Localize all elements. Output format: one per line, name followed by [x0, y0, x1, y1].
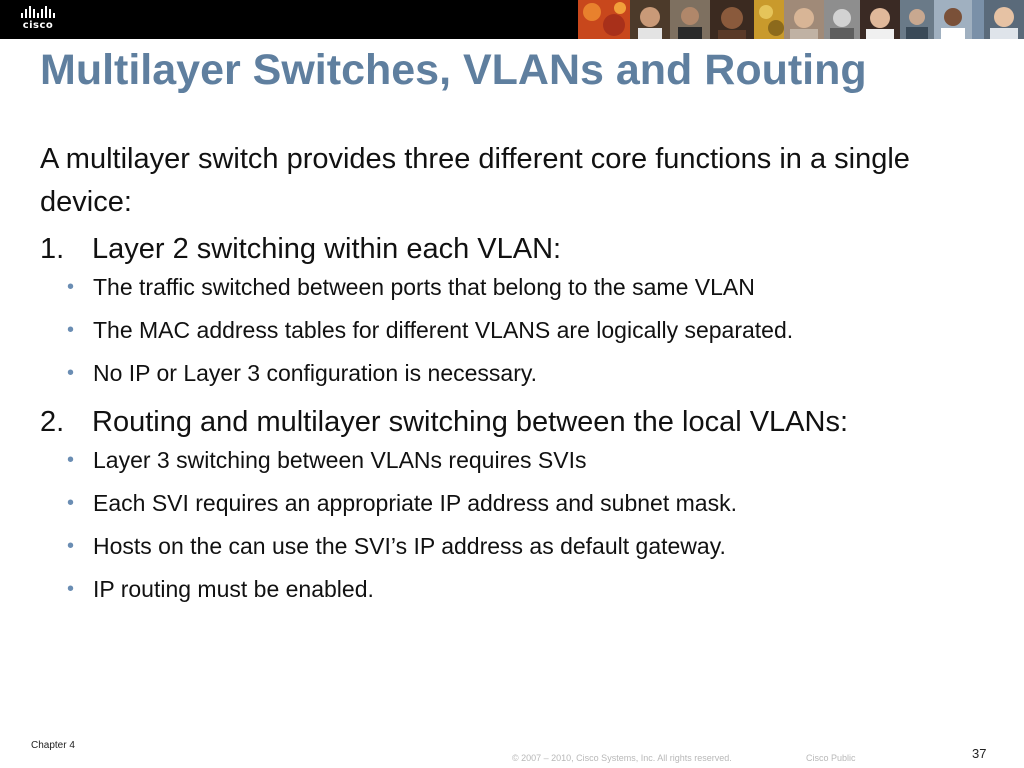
page-number: 37 [972, 746, 987, 761]
bullet-item: • IP routing must be enabled. [40, 576, 980, 603]
cisco-bars-icon [21, 6, 55, 18]
bullet-text: Layer 3 switching between VLANs requires… [93, 447, 587, 473]
item-heading: Routing and multilayer switching between… [92, 406, 849, 438]
bullet-dot-icon: • [67, 362, 75, 384]
bullet-dot-icon: • [67, 276, 75, 298]
bullet-dot-icon: • [67, 492, 75, 514]
bullet-text: Hosts on the can use the SVI’s IP addres… [93, 533, 726, 559]
cisco-logo: cisco [14, 6, 60, 34]
classification-label: Cisco Public [806, 753, 856, 763]
numbered-item-2: 2. Routing and multilayer switching betw… [40, 403, 912, 441]
bullet-item: • The MAC address tables for different V… [40, 317, 980, 344]
intro-text: A multilayer switch provides three diffe… [40, 143, 910, 218]
slide-body: A multilayer switch provides three diffe… [40, 138, 980, 619]
copyright-notice: © 2007 – 2010, Cisco Systems, Inc. All r… [512, 753, 732, 763]
bullet-list-1: • The traffic switched between ports tha… [40, 274, 980, 387]
bullet-text: No IP or Layer 3 configuration is necess… [93, 360, 538, 386]
bullet-dot-icon: • [67, 449, 75, 471]
bullet-item: • Hosts on the can use the SVI’s IP addr… [40, 533, 980, 560]
person-photo [972, 0, 984, 39]
slide-title: Multilayer Switches, VLANs and Routing [40, 46, 867, 94]
item-number: 1. [40, 233, 65, 265]
cisco-wordmark: cisco [22, 20, 54, 31]
item-number: 2. [40, 406, 65, 438]
bullet-text: The MAC address tables for different VLA… [93, 317, 794, 343]
bullet-item: • No IP or Layer 3 configuration is nece… [40, 360, 980, 387]
photo-strip [578, 0, 1024, 39]
bullet-item: • The traffic switched between ports tha… [40, 274, 980, 301]
numbered-item-1: 1. Layer 2 switching within each VLAN: [40, 230, 912, 268]
chapter-label: Chapter 4 [31, 740, 75, 751]
header-bar: cisco [0, 0, 1024, 39]
item-heading: Layer 2 switching within each VLAN: [92, 233, 562, 265]
bullet-text: IP routing must be enabled. [93, 576, 374, 602]
bullet-dot-icon: • [67, 578, 75, 600]
bullet-text: Each SVI requires an appropriate IP addr… [93, 490, 737, 516]
bullet-dot-icon: • [67, 319, 75, 341]
bullet-item: • Each SVI requires an appropriate IP ad… [40, 490, 980, 517]
bullet-item: • Layer 3 switching between VLANs requir… [40, 447, 980, 474]
bullet-dot-icon: • [67, 535, 75, 557]
bullet-text: The traffic switched between ports that … [93, 274, 755, 300]
bullet-list-2: • Layer 3 switching between VLANs requir… [40, 447, 980, 603]
